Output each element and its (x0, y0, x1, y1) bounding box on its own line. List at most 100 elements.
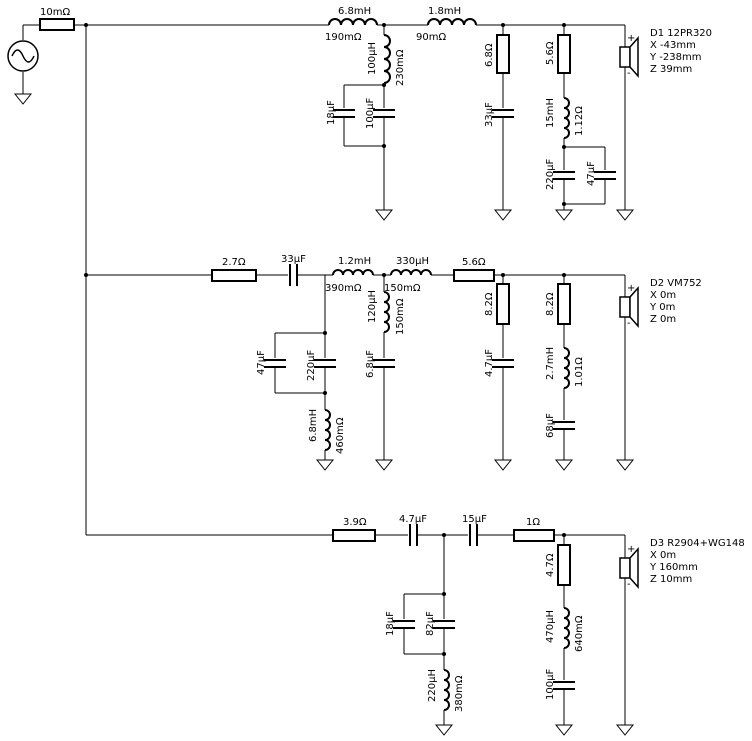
resistor-8.2ohm-b (557, 283, 571, 325)
ground-symbols (13, 93, 635, 736)
ground-icon (615, 209, 635, 221)
inductor-6.8mH-shunt (321, 409, 331, 451)
label-4.7uF-row2: 4.7µF (484, 349, 495, 377)
label-100uF-row1: 100µF (365, 98, 376, 129)
junction-dots (84, 23, 566, 656)
capacitor-220uF-row2 (314, 358, 336, 368)
ground-icon (615, 724, 635, 736)
ground-icon (493, 209, 513, 221)
resistor-2.7ohm (211, 269, 257, 282)
label-1.2mH: 1.2mH (338, 256, 371, 267)
polarity-minus-d1: - (627, 68, 631, 79)
label-150mohm-series: 150mΩ (384, 283, 421, 294)
label-220uF-row2: 220µF (306, 350, 317, 381)
polarity-plus-d2: + (627, 283, 635, 294)
speaker-d2-icon (619, 286, 639, 328)
speaker-d1-icon (619, 36, 639, 78)
label-220uH: 220µH (427, 669, 438, 702)
capacitor-82uF (433, 619, 455, 629)
ground-icon (374, 209, 394, 221)
label-390mohm: 390mΩ (325, 283, 362, 294)
inductor-15mH (560, 97, 570, 139)
capacitor-47uF-row1 (594, 170, 616, 180)
driver-d2-y: Y 0m (649, 302, 675, 313)
ground-icon (434, 724, 454, 736)
label-47uF-row1: 47µF (586, 161, 597, 186)
inductor-2.7mH (560, 347, 570, 389)
speaker-d3-icon (619, 547, 639, 589)
capacitor-100uF (373, 108, 395, 118)
label-150mohm-shunt: 150mΩ (395, 298, 406, 335)
ground-icon (554, 209, 574, 221)
polarity-minus-d2: - (627, 318, 631, 329)
inductor-120uH (380, 291, 390, 333)
label-6.8mH-shunt: 6.8mH (308, 409, 319, 442)
driver-d1-z: Z 39mm (650, 64, 692, 75)
label-6.8mH: 6.8mH (338, 6, 371, 17)
inductor-6.8mH (328, 18, 378, 29)
driver-d1-y: Y -238mm (649, 52, 701, 63)
inductor-470uH (560, 607, 570, 649)
label-330uH: 330µH (396, 256, 429, 267)
inductor-1.8mH (427, 18, 477, 29)
polarity-plus-d1: + (627, 33, 635, 44)
wires (22, 24, 626, 725)
label-5.6ohm-row2: 5.6Ω (462, 257, 486, 268)
label-460mohm: 460mΩ (335, 417, 346, 454)
label-100uF-row3: 100µF (545, 669, 556, 700)
capacitor-33uF-shunt (492, 108, 514, 118)
label-1.8mH: 1.8mH (428, 6, 461, 17)
label-68uF: 68µF (545, 413, 556, 438)
label-82uF: 82µF (425, 611, 436, 636)
label-6.8uF: 6.8µF (365, 350, 376, 378)
label-2.7mH: 2.7mH (545, 347, 556, 380)
resistor-8.2ohm-a (496, 283, 510, 325)
label-220uF-row1: 220µF (545, 159, 556, 190)
ac-source-symbol (7, 40, 39, 72)
label-1ohm: 1Ω (526, 517, 540, 528)
driver-d3-name: D3 R2904+WG148 (650, 538, 745, 549)
label-190mohm: 190mΩ (325, 32, 362, 43)
label-8.2ohm-a: 8.2Ω (484, 292, 495, 316)
label-470uH: 470µH (545, 610, 556, 643)
inductor-1.2mH (332, 269, 374, 279)
driver-d3-x: X 0m (650, 550, 676, 561)
resistor-3.9ohm (332, 529, 376, 542)
ground-icon (493, 459, 513, 471)
capacitor-18uF-row3 (393, 619, 415, 629)
capacitor-100uF-row3 (553, 680, 575, 690)
label-1.01ohm: 1.01Ω (574, 357, 585, 387)
ground-icon (554, 724, 574, 736)
source-resistor-label: 10mΩ (40, 7, 70, 18)
inductor-220uH (440, 669, 450, 711)
capacitor-68uF (553, 420, 575, 430)
ground-icon (374, 459, 394, 471)
label-230mohm: 230mΩ (395, 49, 406, 86)
driver-d1-x: X -43mm (650, 40, 696, 51)
resistor-6.8ohm (496, 34, 510, 74)
resistor-1ohm (513, 529, 555, 542)
label-15mH: 15mH (545, 98, 556, 128)
label-33uF-series: 33µF (281, 254, 306, 265)
driver-d2-z: Z 0m (650, 314, 676, 325)
polarity-minus-d3: - (627, 579, 631, 590)
label-18uF-row3: 18µF (385, 611, 396, 636)
ground-icon (13, 93, 33, 105)
label-5.6ohm-row1: 5.6Ω (545, 41, 556, 65)
polarity-plus-d3: + (627, 544, 635, 555)
label-100uH: 100µH (367, 42, 378, 75)
inductor-330uH (390, 269, 432, 279)
driver-d3-z: Z 10mm (650, 574, 692, 585)
capacitor-4.7uF-series (408, 524, 418, 546)
capacitor-47uF-row2 (264, 358, 286, 368)
label-640mohm: 640mΩ (574, 615, 585, 652)
resistor-5.6ohm-row1 (557, 34, 571, 74)
label-47uF-row2: 47µF (256, 350, 267, 375)
driver-d2-x: X 0m (650, 290, 676, 301)
capacitor-4.7uF-row2 (492, 358, 514, 368)
ground-icon (554, 459, 574, 471)
label-3.9ohm: 3.9Ω (343, 517, 367, 528)
label-33uF-shunt: 33µF (484, 102, 495, 127)
label-90mohm: 90mΩ (416, 32, 446, 43)
label-18uF: 18µF (326, 100, 337, 125)
